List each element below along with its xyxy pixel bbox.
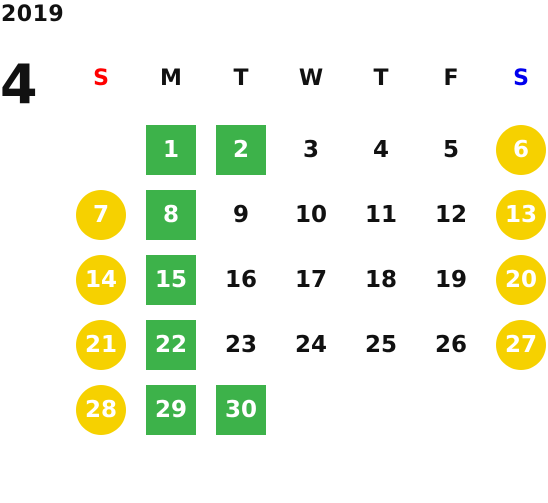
day-cell-20[interactable]: 20 xyxy=(496,255,546,305)
day-cell-16[interactable]: 16 xyxy=(224,267,257,293)
day-cell-26[interactable]: 26 xyxy=(434,332,467,358)
day-cell-27[interactable]: 27 xyxy=(496,320,546,370)
day-cell-17[interactable]: 17 xyxy=(294,267,327,293)
day-cell-4[interactable]: 4 xyxy=(372,137,389,163)
day-cell-8[interactable]: 8 xyxy=(146,190,196,240)
day-cell-6[interactable]: 6 xyxy=(496,125,546,175)
day-cell-7[interactable]: 7 xyxy=(76,190,126,240)
weekday-header-tuesday: T xyxy=(233,66,249,91)
day-cell-24[interactable]: 24 xyxy=(294,332,327,358)
day-cell-2[interactable]: 2 xyxy=(216,125,266,175)
weekday-header-thursday: T xyxy=(373,66,389,91)
day-cell-9[interactable]: 9 xyxy=(232,202,249,228)
day-cell-11[interactable]: 11 xyxy=(364,202,397,228)
day-cell-10[interactable]: 10 xyxy=(294,202,327,228)
day-cell-13[interactable]: 13 xyxy=(496,190,546,240)
day-cell-21[interactable]: 21 xyxy=(76,320,126,370)
day-cell-15[interactable]: 15 xyxy=(146,255,196,305)
calendar-year: 2019 xyxy=(1,2,65,27)
day-cell-23[interactable]: 23 xyxy=(224,332,257,358)
day-cell-18[interactable]: 18 xyxy=(364,267,397,293)
day-cell-14[interactable]: 14 xyxy=(76,255,126,305)
calendar-month: 4 xyxy=(0,53,38,116)
day-cell-19[interactable]: 19 xyxy=(434,267,467,293)
day-cell-28[interactable]: 28 xyxy=(76,385,126,435)
weekday-header-monday: M xyxy=(160,66,182,91)
day-cell-5[interactable]: 5 xyxy=(442,137,459,163)
day-cell-29[interactable]: 29 xyxy=(146,385,196,435)
weekday-header-saturday: S xyxy=(513,66,529,91)
day-cell-3[interactable]: 3 xyxy=(302,137,319,163)
weekday-header-sunday: S xyxy=(93,66,109,91)
day-cell-22[interactable]: 22 xyxy=(146,320,196,370)
day-cell-25[interactable]: 25 xyxy=(364,332,397,358)
day-cell-30[interactable]: 30 xyxy=(216,385,266,435)
day-cell-1[interactable]: 1 xyxy=(146,125,196,175)
day-cell-12[interactable]: 12 xyxy=(434,202,467,228)
weekday-header-friday: F xyxy=(443,66,459,91)
weekday-header-wednesday: W xyxy=(298,66,324,91)
